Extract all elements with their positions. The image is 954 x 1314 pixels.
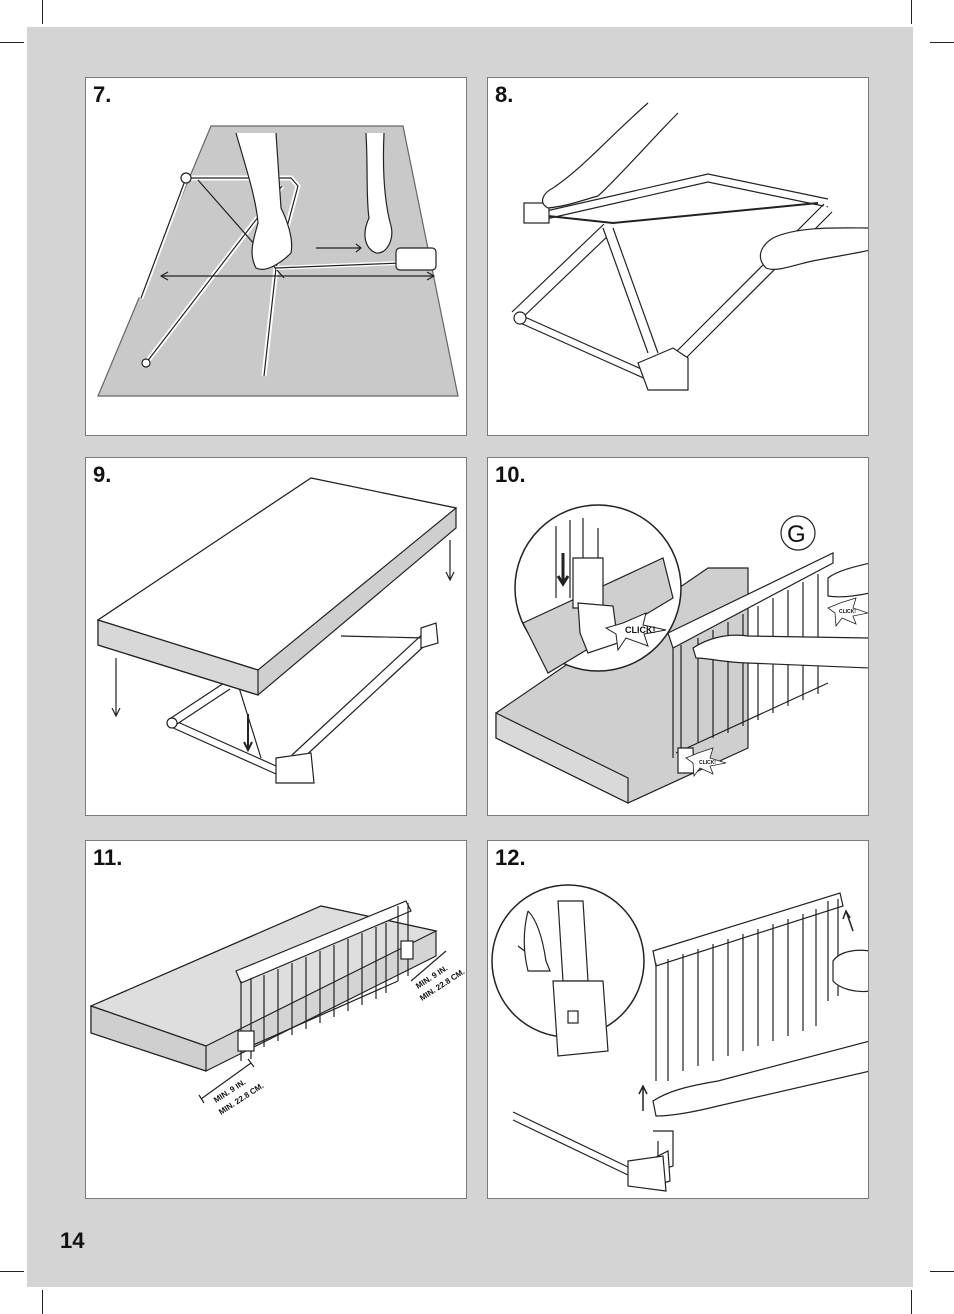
page-number: 14 [60,1228,85,1253]
marker-g-label: G [787,521,806,548]
step-7-illustration [97,125,459,397]
step-12-illustration [491,884,868,1192]
step-9-illustration [96,477,458,784]
step-number: 9. [93,462,112,487]
click-label-small: CLICK! [839,609,856,615]
step-11-panel: 11. MIN. 9 IN. MIN. 22.8 CM. MIN. 9 IN. … [85,840,467,1199]
click-label-small: CLICK! [699,760,716,766]
step-number: 12. [495,845,526,870]
step-7-panel: 7. [85,77,467,436]
crop-mark [930,42,954,43]
step-12-panel: 12. [487,840,869,1199]
step-number: 7. [93,82,112,107]
step-8-panel: 8. [487,77,869,436]
crop-mark [911,0,912,24]
step-10-panel: 10. CLICK! CLICK! G [487,457,869,816]
step-10-illustration: CLICK! CLICK! G CLICK! [495,504,868,804]
step-11-illustration: MIN. 9 IN. MIN. 22.8 CM. MIN. 9 IN. MIN.… [89,900,466,1117]
step-8-illustration [511,102,868,391]
step-number: 10. [495,462,526,487]
crop-mark [42,0,43,24]
step-number: 8. [495,82,514,107]
crop-mark [911,1290,912,1314]
crop-mark [42,1290,43,1314]
crop-mark [930,1271,954,1272]
crop-mark [0,1271,24,1272]
step-number: 11. [93,845,123,870]
crop-mark [0,42,24,43]
click-label: CLICK! [625,625,656,635]
step-9-panel: 9. [85,457,467,816]
